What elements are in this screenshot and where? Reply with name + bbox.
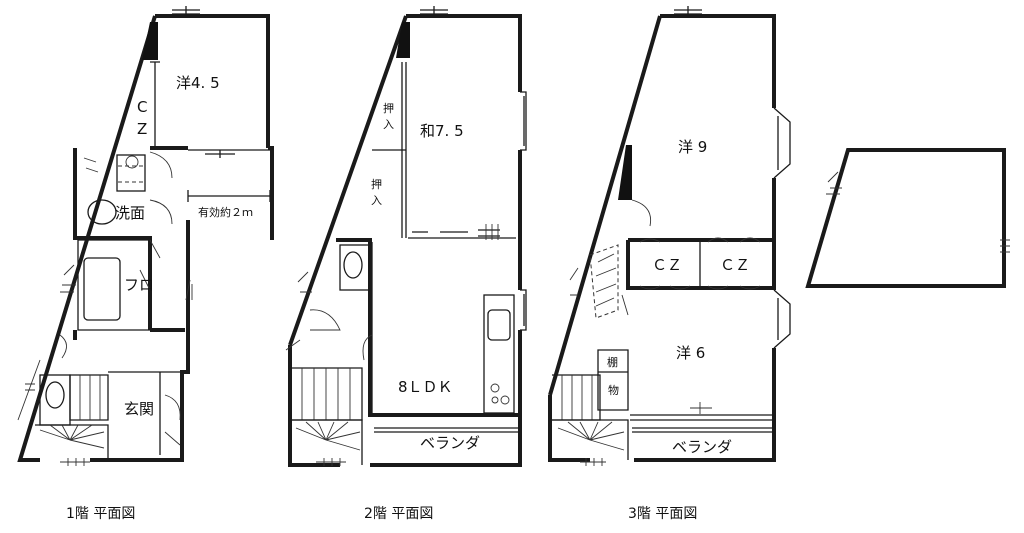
closet-label-right: ＣＺ: [720, 256, 750, 274]
room-japanese-7-5: 和7. 5: [420, 122, 464, 140]
floor-1-plan: 洋4. 5 C Z 洗面 フロ 玄関 有効約２ｍ 1階 平面図: [17, 6, 274, 522]
sink: [487, 309, 511, 341]
kitchen-counter: [483, 294, 515, 414]
wall-wedge: [618, 145, 632, 200]
room-western-9: 洋 9: [678, 138, 707, 156]
closet-label-1-bottom: 入: [383, 118, 394, 131]
room-western-4-5: 洋4. 5: [176, 74, 220, 92]
toilet-room: [116, 154, 146, 192]
washbasin: [87, 199, 117, 225]
closet-label-z: Z: [137, 120, 147, 138]
washroom-label: 洗面: [115, 204, 145, 222]
closet-label-1-top: 押: [383, 101, 394, 115]
bathtub: [83, 257, 121, 321]
closet-label-2-bottom: 入: [371, 194, 382, 207]
closet-label-c: C: [137, 98, 147, 116]
room-western-6: 洋 6: [676, 344, 705, 362]
bath-label: フロ: [124, 276, 154, 294]
toilet: [339, 244, 371, 291]
closet-label-left: ＣＺ: [652, 256, 682, 274]
wall-wedge: [142, 22, 158, 60]
veranda-label: ベランダ: [672, 438, 732, 456]
storage-label-bottom: 物: [608, 383, 619, 397]
veranda-label: ベランダ: [420, 434, 480, 452]
closet-label-2-top: 押: [371, 177, 382, 191]
width-note: 有効約２ｍ: [198, 205, 253, 219]
floor-2-caption: 2階 平面図: [364, 506, 433, 522]
storage-label-top: 棚: [607, 355, 618, 369]
roof-outline: [805, 148, 1010, 288]
room-8ldk: 8ＬＤＫ: [398, 378, 453, 396]
floor-1-caption: 1階 平面図: [66, 506, 135, 522]
floor-3-caption: 3階 平面図: [628, 506, 697, 522]
wall-wedge: [396, 22, 410, 58]
floor-2-plan: 和7. 5 押 入 押 入 8ＬＤＫ ベランダ 2階 平面図: [285, 6, 527, 522]
floor-3-plan: 洋 9 ＣＺ ＣＺ 洋 6 棚 物 ベランダ 3階 平面図: [548, 6, 791, 522]
entrance-label: 玄関: [124, 400, 154, 418]
